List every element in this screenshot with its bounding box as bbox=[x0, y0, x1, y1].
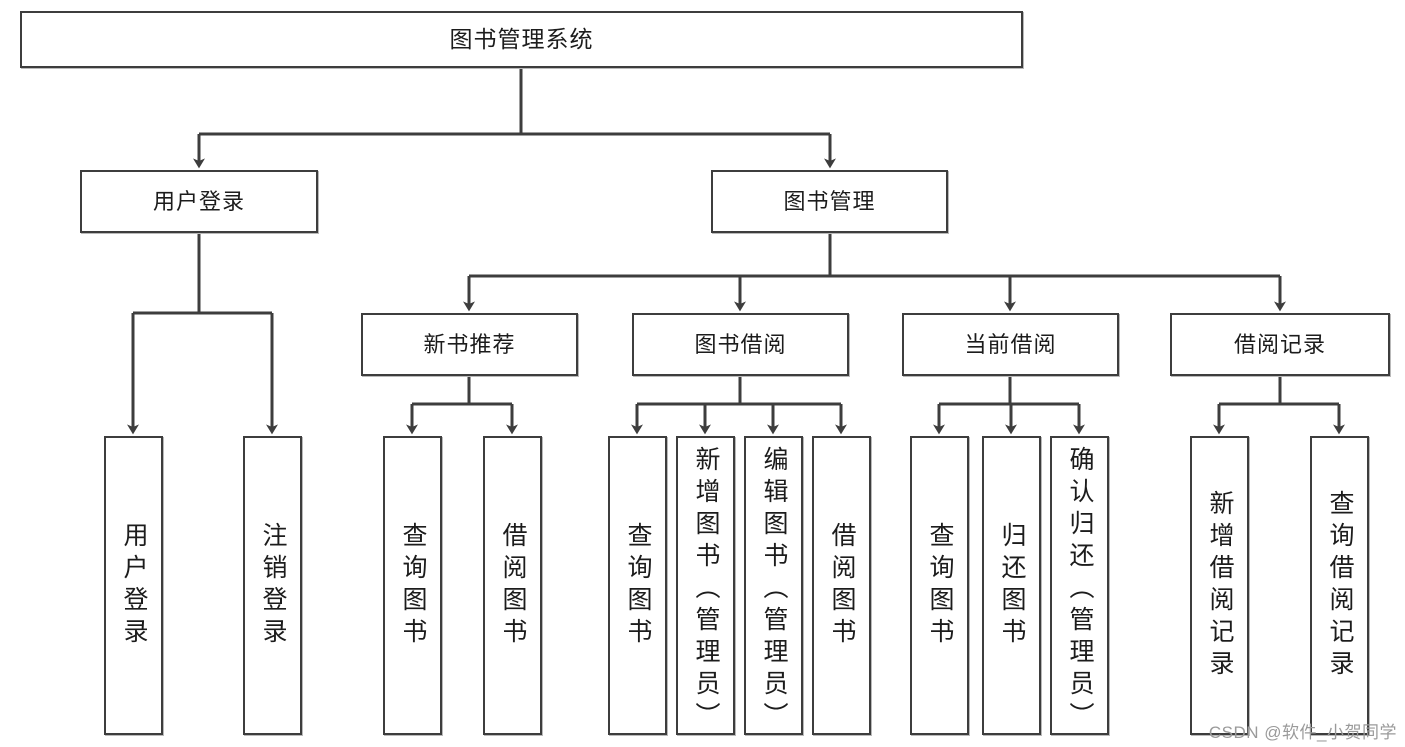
node-new-book-recommend[interactable]: 新书推荐 bbox=[361, 313, 578, 376]
csdn-watermark: CSDN @软件_小贺同学 bbox=[1208, 723, 1397, 742]
node-label: 借阅图书 bbox=[499, 521, 527, 650]
leaf-return-book[interactable]: 归还图书 bbox=[982, 436, 1041, 735]
leaf-query-book-current[interactable]: 查询图书 bbox=[910, 436, 969, 735]
leaf-borrow-book[interactable]: 借阅图书 bbox=[812, 436, 871, 735]
node-label: 用户登录 bbox=[152, 188, 245, 214]
node-root-system[interactable]: 图书管理系统 bbox=[20, 11, 1023, 68]
node-label: 新增图书（管理员） bbox=[692, 446, 720, 734]
node-label: 用户登录 bbox=[120, 521, 148, 650]
leaf-add-book-admin[interactable]: 新增图书（管理员） bbox=[676, 436, 735, 735]
node-label: 查询图书 bbox=[399, 521, 427, 650]
node-label: 查询图书 bbox=[624, 521, 652, 650]
node-label: 查询借阅记录 bbox=[1326, 489, 1354, 682]
node-label: 借阅图书 bbox=[828, 521, 856, 650]
node-label: 确认归还（管理员） bbox=[1066, 446, 1094, 734]
leaf-query-borrow-record[interactable]: 查询借阅记录 bbox=[1310, 436, 1369, 735]
node-book-management[interactable]: 图书管理 bbox=[711, 170, 948, 233]
node-label: 注销登录 bbox=[259, 521, 287, 650]
node-label: 图书管理 bbox=[783, 188, 876, 214]
node-label: 图书管理系统 bbox=[449, 26, 594, 53]
node-borrow-record[interactable]: 借阅记录 bbox=[1170, 313, 1390, 376]
leaf-user-login[interactable]: 用户登录 bbox=[104, 436, 163, 735]
node-label: 编辑图书（管理员） bbox=[760, 446, 788, 734]
node-label: 查询图书 bbox=[926, 521, 954, 650]
node-label: 借阅记录 bbox=[1233, 331, 1326, 357]
node-label: 当前借阅 bbox=[964, 331, 1057, 357]
node-current-borrow[interactable]: 当前借阅 bbox=[902, 313, 1119, 376]
leaf-edit-book-admin[interactable]: 编辑图书（管理员） bbox=[744, 436, 803, 735]
leaf-add-borrow-record[interactable]: 新增借阅记录 bbox=[1190, 436, 1249, 735]
node-user-login[interactable]: 用户登录 bbox=[80, 170, 318, 233]
leaf-logout[interactable]: 注销登录 bbox=[243, 436, 302, 735]
node-book-borrow[interactable]: 图书借阅 bbox=[632, 313, 849, 376]
leaf-query-book-borrow[interactable]: 查询图书 bbox=[608, 436, 667, 735]
node-label: 归还图书 bbox=[998, 521, 1026, 650]
node-label: 新书推荐 bbox=[423, 331, 516, 357]
leaf-confirm-return-admin[interactable]: 确认归还（管理员） bbox=[1050, 436, 1109, 735]
leaf-query-book-newbook[interactable]: 查询图书 bbox=[383, 436, 442, 735]
leaf-borrow-book-newbook[interactable]: 借阅图书 bbox=[483, 436, 542, 735]
node-label: 新增借阅记录 bbox=[1206, 489, 1234, 682]
node-label: 图书借阅 bbox=[694, 331, 787, 357]
